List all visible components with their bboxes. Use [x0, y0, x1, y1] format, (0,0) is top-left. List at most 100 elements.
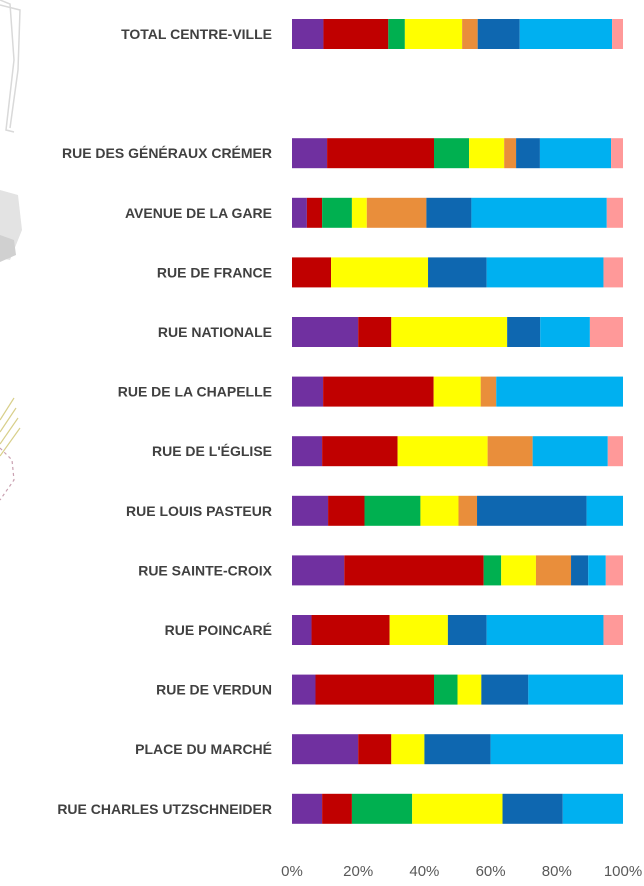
- bar-segment: [589, 317, 623, 347]
- bar-segment: [462, 19, 478, 49]
- bar-segment: [426, 197, 472, 228]
- category-label: RUE DE FRANCE: [157, 264, 272, 280]
- x-tick-label: 100%: [604, 863, 642, 880]
- bar-segment: [487, 436, 533, 467]
- bar-segment: [606, 197, 623, 228]
- bar-segment: [322, 197, 352, 228]
- bar-segment: [501, 555, 536, 586]
- bar-segment: [447, 615, 487, 645]
- x-tick-label: 20%: [343, 863, 373, 880]
- bar-segment: [457, 674, 482, 705]
- bar-segment: [490, 734, 623, 765]
- bar-segment: [420, 495, 459, 526]
- category-label: RUE LOUIS PASTEUR: [126, 503, 272, 519]
- bar-segment: [328, 495, 365, 526]
- bar-segment: [327, 138, 434, 169]
- bar-segment: [292, 793, 323, 824]
- bar-segment: [433, 376, 481, 407]
- bar-segment: [481, 674, 529, 705]
- bar-segment: [292, 674, 316, 705]
- category-label: TOTAL CENTRE-VILLE: [121, 26, 272, 42]
- bar-segment: [607, 436, 623, 467]
- bar-segment: [532, 436, 608, 467]
- bar-segment: [477, 495, 587, 526]
- category-label: RUE DES GÉNÉRAUX CRÉMER: [62, 145, 272, 161]
- bar-segment: [428, 257, 487, 288]
- bar-segment: [331, 257, 429, 288]
- bar-segment: [469, 138, 505, 169]
- bar-segment: [477, 19, 520, 49]
- bar-segment: [603, 257, 623, 288]
- x-tick-label: 80%: [542, 863, 572, 880]
- bar-segment: [540, 317, 590, 347]
- bar-segment: [292, 257, 332, 288]
- x-tick-label: 60%: [476, 863, 506, 880]
- bar-segment: [364, 495, 421, 526]
- bar-segment: [571, 555, 589, 586]
- category-label: RUE DE LA CHAPELLE: [118, 384, 272, 400]
- bar-segment: [397, 436, 488, 467]
- bar-segment: [504, 138, 517, 169]
- bar-segment: [603, 615, 623, 645]
- category-label: RUE SAINTE-CROIX: [138, 562, 272, 578]
- bar-segment: [358, 317, 392, 347]
- bar-segment: [323, 376, 434, 407]
- bar-segment: [292, 734, 359, 765]
- bar-segment: [351, 197, 367, 228]
- bar-segment: [358, 734, 392, 765]
- category-label: PLACE DU MARCHÉ: [135, 741, 272, 757]
- bar-segment: [391, 317, 508, 347]
- bar-segment: [496, 376, 623, 407]
- bar-segment: [516, 138, 540, 169]
- bar-segment: [507, 317, 541, 347]
- category-label: RUE CHARLES UTZSCHNEIDER: [57, 801, 272, 817]
- bar-segment: [519, 19, 613, 49]
- bar-segment: [412, 793, 503, 824]
- bar-segment: [480, 376, 497, 407]
- bar-segment: [292, 615, 312, 645]
- bar-segment: [306, 197, 323, 228]
- bar-segment: [611, 138, 623, 169]
- bar-segment: [539, 138, 612, 169]
- bar-segment: [292, 317, 359, 347]
- bar-segment: [292, 138, 328, 169]
- bar-segment: [434, 138, 470, 169]
- bar-segment: [292, 495, 329, 526]
- category-label: RUE DE L'ÉGLISE: [152, 443, 272, 459]
- bar-segment: [586, 495, 623, 526]
- bar-segment: [535, 555, 572, 586]
- bar-segment: [483, 555, 502, 586]
- bar-segment: [292, 197, 307, 228]
- bar-segment: [528, 674, 623, 705]
- bar-segment: [344, 555, 484, 586]
- bar-segment: [322, 436, 398, 467]
- bar-segment: [471, 197, 607, 228]
- bar-segment: [605, 555, 623, 586]
- bar-segment: [588, 555, 606, 586]
- bar-segment: [391, 734, 425, 765]
- x-tick-label: 40%: [409, 863, 439, 880]
- bar-segment: [486, 615, 604, 645]
- bar-segment: [311, 615, 390, 645]
- category-label: RUE NATIONALE: [158, 324, 272, 340]
- bar-segment: [458, 495, 478, 526]
- category-label: RUE POINCARÉ: [165, 622, 272, 638]
- bar-segment: [612, 19, 623, 49]
- bar-segment: [424, 734, 491, 765]
- bar-segment: [486, 257, 604, 288]
- bar-segment: [434, 674, 458, 705]
- bar-segment: [351, 793, 413, 824]
- bar-segment: [322, 793, 352, 824]
- category-label: AVENUE DE LA GARE: [125, 205, 272, 221]
- bar-segment: [388, 19, 405, 49]
- bar-segment: [404, 19, 463, 49]
- bar-segment: [562, 793, 623, 824]
- bar-segment: [323, 19, 389, 49]
- bar-segment: [389, 615, 448, 645]
- bar-segment: [366, 197, 427, 228]
- bar-segment: [292, 376, 324, 407]
- bar-segment: [292, 19, 324, 49]
- bar-segment: [315, 674, 434, 705]
